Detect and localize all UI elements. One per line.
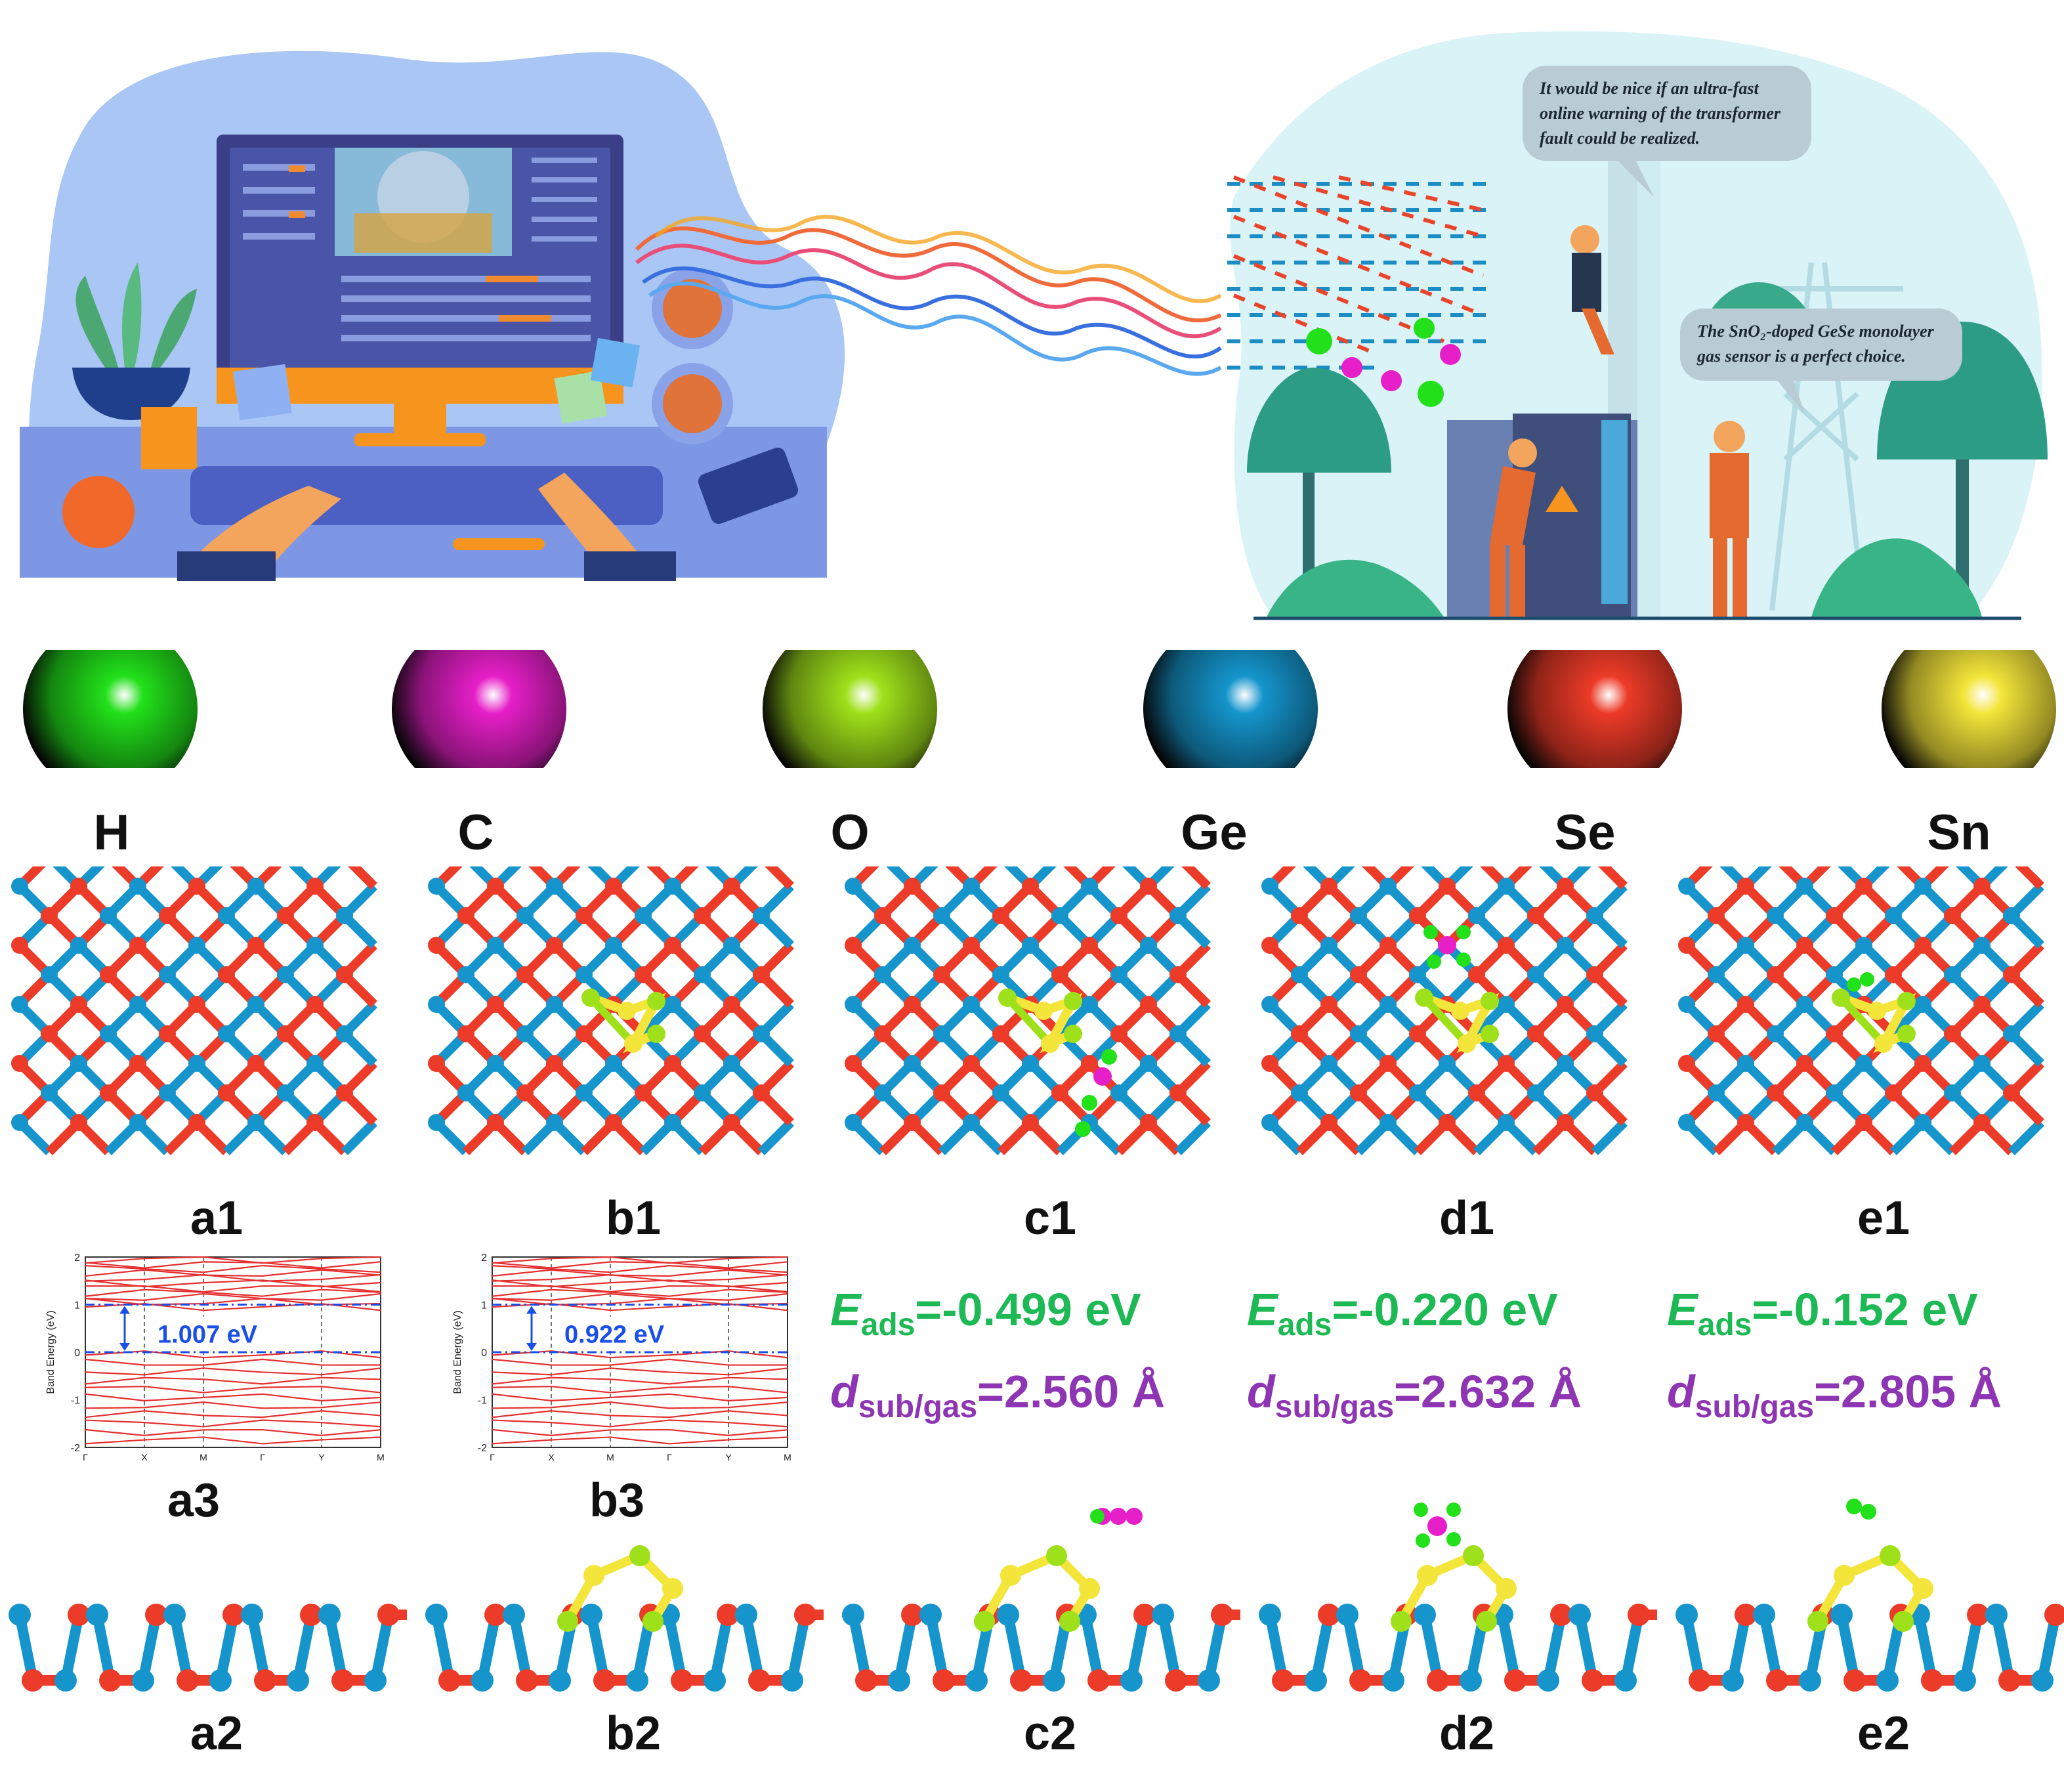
bush [1811, 538, 1982, 617]
element-label-sn: Sn [1927, 805, 1991, 861]
side-view-structures [9, 1499, 2064, 1692]
sticky-note [554, 370, 608, 424]
panel-label-a2: a2 [190, 1707, 243, 1760]
atom-sphere-h [23, 650, 198, 768]
band-gap-label: 0.922 eV [564, 1321, 665, 1349]
lattice-side-a2 [9, 1604, 407, 1692]
y-tick-label: 0 [481, 1348, 487, 1359]
panel-label-a1: a1 [190, 1192, 243, 1245]
signal-wave [635, 215, 1222, 376]
x-tick-label: Γ [260, 1452, 265, 1462]
lattice-side-e2 [1675, 1499, 2064, 1692]
panel-label-b3: b3 [589, 1474, 645, 1527]
apple [62, 476, 135, 548]
atom-sphere-o [763, 650, 937, 768]
pencil-cup [141, 407, 197, 469]
atom-sphere-c [392, 650, 566, 768]
x-tick-label: Y [318, 1452, 325, 1462]
element-label-o: O [830, 805, 870, 861]
lattice-top-c1 [845, 866, 1211, 1155]
y-tick-label: -1 [478, 1396, 487, 1407]
y-axis-label: Band Energy (eV) [45, 1310, 56, 1394]
atom-sphere-se [1507, 650, 1682, 768]
sticky-note [590, 337, 641, 388]
speech-bubble-top: It would be nice if an ultra-fast online… [1523, 66, 1811, 161]
sticky-note [233, 364, 292, 421]
panel-label-d1: d1 [1439, 1192, 1495, 1245]
y-tick-label: -2 [71, 1443, 80, 1454]
x-tick-label: X [141, 1452, 148, 1462]
atom-sphere-ge [1143, 650, 1318, 768]
element-label-h: H [93, 805, 130, 861]
lattice-top-e1 [1678, 866, 2044, 1155]
x-tick-label: M [200, 1452, 207, 1462]
x-tick-label: Y [725, 1452, 732, 1462]
panel-label-e1: e1 [1857, 1192, 1910, 1245]
transformer-cabinet [1447, 414, 1637, 617]
lattice-side-d2 [1259, 1503, 1657, 1692]
x-tick-label: M [784, 1452, 791, 1462]
worker-repair [1490, 438, 1537, 617]
distance-d: dsub/gas=2.632 Å [1247, 1366, 1582, 1424]
y-tick-label: 1 [74, 1300, 80, 1312]
adsorption-energy-e: Eads=-0.152 eV [1667, 1284, 1978, 1342]
x-tick-label: Γ [490, 1452, 495, 1462]
x-tick-label: Γ [667, 1452, 672, 1462]
crystal-lattice [1227, 175, 1490, 407]
distance-e: dsub/gas=2.805 Å [1667, 1366, 2002, 1424]
element-legend [23, 650, 2056, 768]
panel-label-b2: b2 [605, 1707, 662, 1760]
distance-c: dsub/gas=2.560 Å [830, 1366, 1166, 1424]
lattice-top-a1 [11, 866, 377, 1155]
panel-label-d2: d2 [1439, 1707, 1495, 1760]
x-tick-label: Γ [83, 1452, 88, 1462]
atom-sphere-sn [1882, 650, 2056, 768]
lattice-top-b1 [428, 866, 794, 1155]
potted-plant [72, 263, 197, 420]
bush [1267, 559, 1444, 617]
x-tick-label: M [377, 1452, 385, 1462]
x-tick-label: X [548, 1452, 555, 1462]
y-tick-label: 1 [481, 1300, 487, 1312]
lattice-top-d1 [1261, 866, 1628, 1155]
x-tick-label: M [606, 1452, 614, 1462]
y-tick-label: -1 [71, 1396, 80, 1407]
speech-bubble-bottom: The SnO₂-doped GeSe monolayer gas sensor… [1680, 309, 1962, 381]
element-label-se: Se [1554, 805, 1616, 861]
worker-supervisor [1710, 421, 1749, 617]
pen [453, 538, 545, 550]
tablet [698, 447, 799, 524]
lattice-side-b2 [425, 1545, 824, 1692]
band-gap-label: 1.007 eV [158, 1321, 258, 1349]
element-label-c: C [457, 805, 494, 861]
panel-label-e2: e2 [1857, 1707, 1910, 1760]
top-view-structures [11, 866, 2044, 1155]
panel-label-a3: a3 [167, 1474, 221, 1527]
panel-label-c1: c1 [1023, 1192, 1077, 1245]
panel-label-b1: b1 [605, 1192, 662, 1245]
adsorption-energy-c: Eads=-0.499 eV [830, 1284, 1141, 1342]
panel-label-c2: c2 [1023, 1707, 1077, 1760]
y-tick-label: -2 [478, 1443, 487, 1454]
lattice-side-c2 [842, 1508, 1240, 1692]
y-axis-label: Band Energy (eV) [452, 1310, 463, 1394]
element-label-ge: Ge [1181, 805, 1248, 861]
y-tick-label: 0 [74, 1348, 80, 1359]
y-tick-label: 2 [481, 1252, 487, 1264]
worker-climbing [1570, 225, 1614, 354]
y-tick-label: 2 [74, 1252, 80, 1264]
adsorption-energy-d: Eads=-0.220 eV [1247, 1284, 1558, 1342]
